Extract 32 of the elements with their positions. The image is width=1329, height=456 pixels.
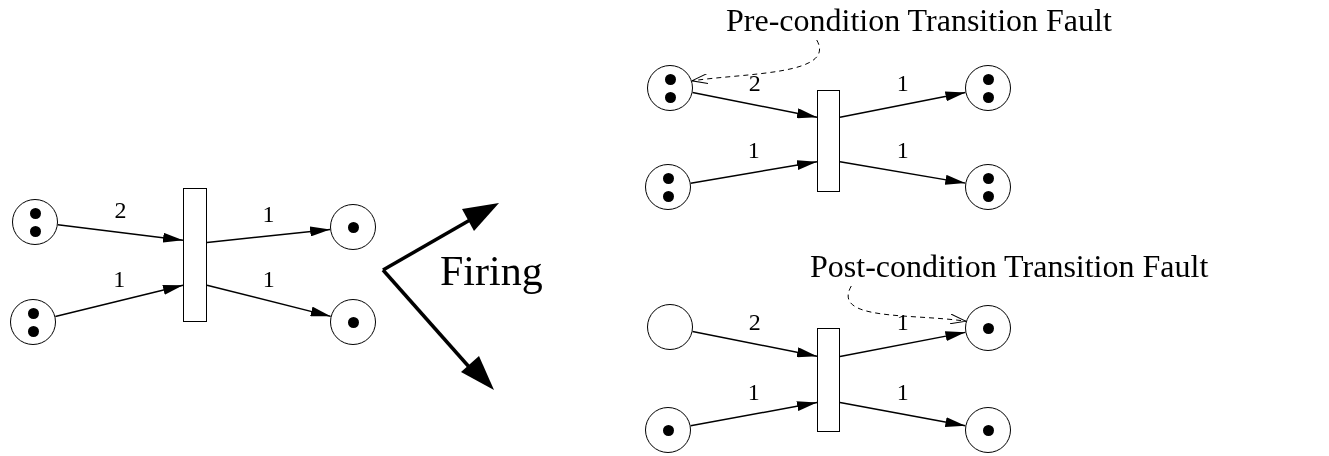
edge-label: 1 bbox=[896, 70, 909, 95]
arc-arrow bbox=[691, 91, 818, 119]
arc-arrow bbox=[839, 91, 967, 118]
transition-bar bbox=[183, 188, 207, 322]
edge-label: 2 bbox=[748, 70, 761, 95]
edge-label: 1 bbox=[747, 138, 760, 163]
arc-arrow bbox=[691, 330, 818, 358]
arc-arrow bbox=[54, 284, 184, 318]
fault-annotation: Post-condition Transition Fault bbox=[810, 250, 1209, 282]
fault-annotation: Pre-condition Transition Fault bbox=[726, 4, 1112, 36]
edge-label: 1 bbox=[896, 380, 909, 405]
edge-label: 1 bbox=[896, 310, 909, 335]
transition-bar bbox=[817, 90, 840, 192]
firing-label: Firing bbox=[440, 250, 543, 292]
edge-label: 1 bbox=[896, 138, 909, 163]
arc-arrow bbox=[839, 160, 967, 185]
leader-line bbox=[847, 285, 967, 325]
edge-label: 2 bbox=[114, 198, 127, 223]
arc-arrow bbox=[206, 284, 332, 318]
arc-arrow bbox=[689, 160, 818, 184]
arc-arrow bbox=[206, 226, 331, 244]
leader-line bbox=[691, 39, 820, 85]
arc-arrow bbox=[839, 331, 967, 358]
arc-arrow bbox=[839, 401, 967, 428]
edge-label: 1 bbox=[262, 201, 275, 226]
edge-label: 2 bbox=[748, 309, 761, 334]
arc-arrow bbox=[689, 401, 818, 427]
edge-label: 1 bbox=[262, 266, 275, 291]
arc-arrow bbox=[57, 224, 184, 243]
edge-label: 1 bbox=[113, 266, 126, 291]
edge-label: 1 bbox=[747, 380, 760, 405]
transition-bar bbox=[817, 328, 840, 432]
